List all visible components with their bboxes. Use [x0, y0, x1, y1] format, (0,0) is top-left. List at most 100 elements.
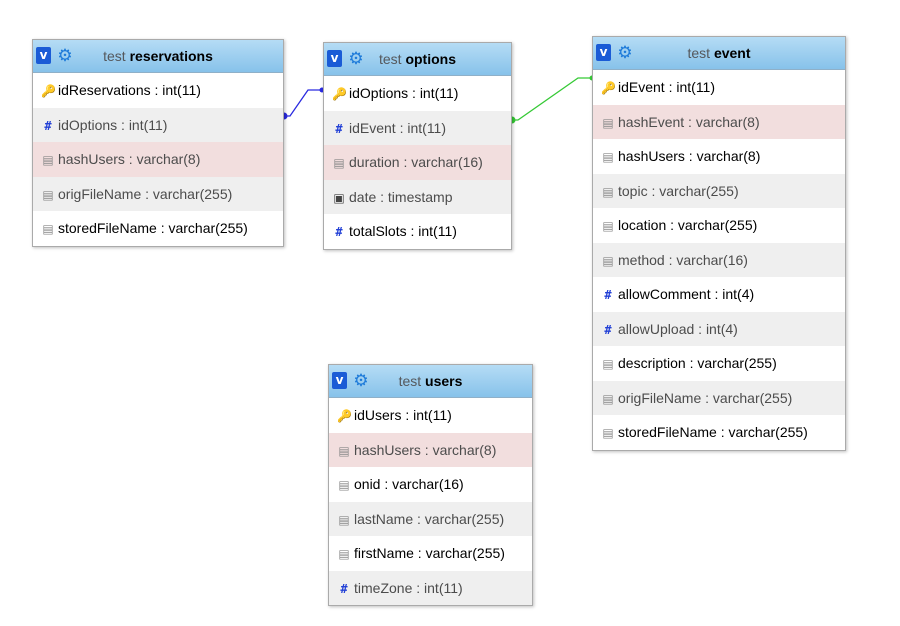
table-name: options [405, 51, 456, 67]
text-icon: ▤ [42, 222, 54, 237]
column-row[interactable]: ▤ origFileName : varchar(255) [593, 380, 845, 415]
column-label: idOptions : int(11) [58, 116, 168, 133]
column-row[interactable]: ▤ hashUsers : varchar(8) [329, 432, 532, 467]
column-label: topic : varchar(255) [618, 182, 739, 199]
number-icon: # [604, 288, 612, 303]
column-row[interactable]: ▤ description : varchar(255) [593, 346, 845, 381]
column-row[interactable]: ▤ topic : varchar(255) [593, 173, 845, 208]
relation-reservations-options [284, 89, 322, 117]
text-icon: ▤ [602, 184, 614, 199]
column-label: idEvent : int(11) [618, 79, 716, 95]
number-icon: # [604, 322, 612, 337]
column-label: hashUsers : varchar(8) [58, 151, 201, 167]
text-icon: ▤ [42, 187, 54, 202]
column-label: idEvent : int(11) [349, 119, 447, 136]
text-icon: ▤ [333, 156, 345, 171]
toggle-icon[interactable]: v [36, 47, 51, 64]
number-icon: # [44, 118, 52, 133]
text-icon: ▤ [602, 219, 614, 234]
column-row[interactable]: # idOptions : int(11) [33, 107, 283, 142]
column-row[interactable]: ▤ duration : varchar(16) [324, 145, 511, 180]
column-label: allowUpload : int(4) [618, 320, 738, 337]
text-icon: ▤ [602, 357, 614, 372]
column-row[interactable]: ▤ hashUsers : varchar(8) [593, 139, 845, 174]
column-row[interactable]: ▤storedFileName : varchar(255) [593, 415, 845, 450]
gear-icon[interactable]: ⚙ [353, 371, 369, 390]
gear-icon[interactable]: ⚙ [348, 49, 364, 68]
column-label: onid : varchar(16) [354, 476, 464, 492]
column-label: method : varchar(16) [618, 251, 748, 268]
column-row[interactable]: ▤ location : varchar(255) [593, 208, 845, 243]
date-icon: ▣ [333, 190, 345, 205]
table-header[interactable]: v ⚙ test reservations [33, 40, 283, 73]
column-row[interactable]: #totalSlots : int(11) [324, 214, 511, 249]
column-row[interactable]: 🔑idOptions : int(11) [324, 76, 511, 111]
database-name: test [687, 45, 711, 61]
column-label: origFileName : varchar(255) [58, 185, 233, 202]
database-name: test [378, 51, 402, 67]
table-event[interactable]: v ⚙ test event 🔑idEvent : int(11) ▤ hashEv… [592, 36, 846, 451]
toggle-icon[interactable]: v [596, 44, 611, 61]
table-options[interactable]: v ⚙ test options 🔑idOptions : int(11) # id… [323, 42, 512, 250]
column-row[interactable]: ▤ method : varchar(16) [593, 242, 845, 277]
column-row[interactable]: # allowUpload : int(4) [593, 311, 845, 346]
column-row[interactable]: ▤ storedFileName : varchar(255) [33, 211, 283, 246]
column-row[interactable]: 🔑idEvent : int(11) [593, 70, 845, 105]
table-header[interactable]: v ⚙ test event [593, 37, 845, 70]
toggle-icon[interactable]: v [332, 372, 347, 389]
column-label: hashEvent : varchar(8) [618, 113, 760, 130]
text-icon: ▤ [602, 426, 614, 441]
text-icon: ▤ [602, 150, 614, 165]
column-label: idOptions : int(11) [349, 85, 459, 101]
column-label: firstName : varchar(255) [354, 545, 505, 561]
column-row[interactable]: 🔑idUsers : int(11) [329, 398, 532, 433]
text-icon: ▤ [338, 512, 350, 527]
key-icon: 🔑 [337, 409, 352, 424]
column-label: allowComment : int(4) [618, 286, 755, 302]
text-icon: ▤ [338, 478, 350, 493]
text-icon: ▤ [602, 391, 614, 406]
column-label: location : varchar(255) [618, 217, 758, 233]
text-icon: ▤ [42, 153, 54, 168]
column-row[interactable]: ▤ lastName : varchar(255) [329, 501, 532, 536]
text-icon: ▤ [338, 443, 350, 458]
key-icon: 🔑 [41, 84, 56, 99]
column-label: description : varchar(255) [618, 355, 777, 371]
text-icon: ▤ [602, 115, 614, 130]
table-header[interactable]: v ⚙ test options [324, 43, 511, 76]
column-row[interactable]: ▣date : timestamp [324, 179, 511, 214]
text-icon: ▤ [602, 253, 614, 268]
number-icon: # [335, 121, 343, 136]
table-users[interactable]: v ⚙ test users 🔑idUsers : int(11) ▤ hashUs… [328, 364, 533, 606]
table-reservations[interactable]: v ⚙ test reservations 🔑idReservations : … [32, 39, 284, 247]
column-label: duration : varchar(16) [349, 154, 483, 170]
column-row[interactable]: ▤ hashEvent : varchar(8) [593, 104, 845, 139]
column-label: hashUsers : varchar(8) [618, 148, 761, 164]
column-row[interactable]: ▤ origFileName : varchar(255) [33, 176, 283, 211]
column-row[interactable]: # idEvent : int(11) [324, 110, 511, 145]
column-label: hashUsers : varchar(8) [354, 441, 497, 458]
column-label: lastName : varchar(255) [354, 510, 505, 527]
column-row[interactable]: ▤ hashUsers : varchar(8) [33, 142, 283, 177]
text-icon: ▤ [338, 547, 350, 562]
table-name: event [713, 45, 751, 61]
column-row[interactable]: ▤ onid : varchar(16) [329, 467, 532, 502]
column-label: idReservations : int(11) [58, 82, 201, 98]
toggle-icon[interactable]: v [327, 50, 342, 67]
column-row[interactable]: # timeZone : int(11) [329, 570, 532, 605]
database-name: test [103, 48, 126, 64]
table-header[interactable]: v ⚙ test users [329, 365, 532, 398]
gear-icon[interactable]: ⚙ [617, 43, 633, 62]
column-label: timeZone : int(11) [354, 579, 463, 596]
gear-icon[interactable]: ⚙ [57, 46, 73, 65]
column-row[interactable]: # allowComment : int(4) [593, 277, 845, 312]
column-label: idUsers : int(11) [354, 407, 452, 423]
database-name: test [398, 373, 422, 389]
column-row[interactable]: 🔑idReservations : int(11) [33, 73, 283, 108]
column-label: origFileName : varchar(255) [618, 389, 793, 406]
relation-options-event [512, 77, 592, 121]
number-icon: # [340, 581, 348, 596]
number-icon: # [335, 225, 343, 240]
column-row[interactable]: ▤ firstName : varchar(255) [329, 536, 532, 571]
column-label: storedFileName : varchar(255) [58, 220, 248, 236]
